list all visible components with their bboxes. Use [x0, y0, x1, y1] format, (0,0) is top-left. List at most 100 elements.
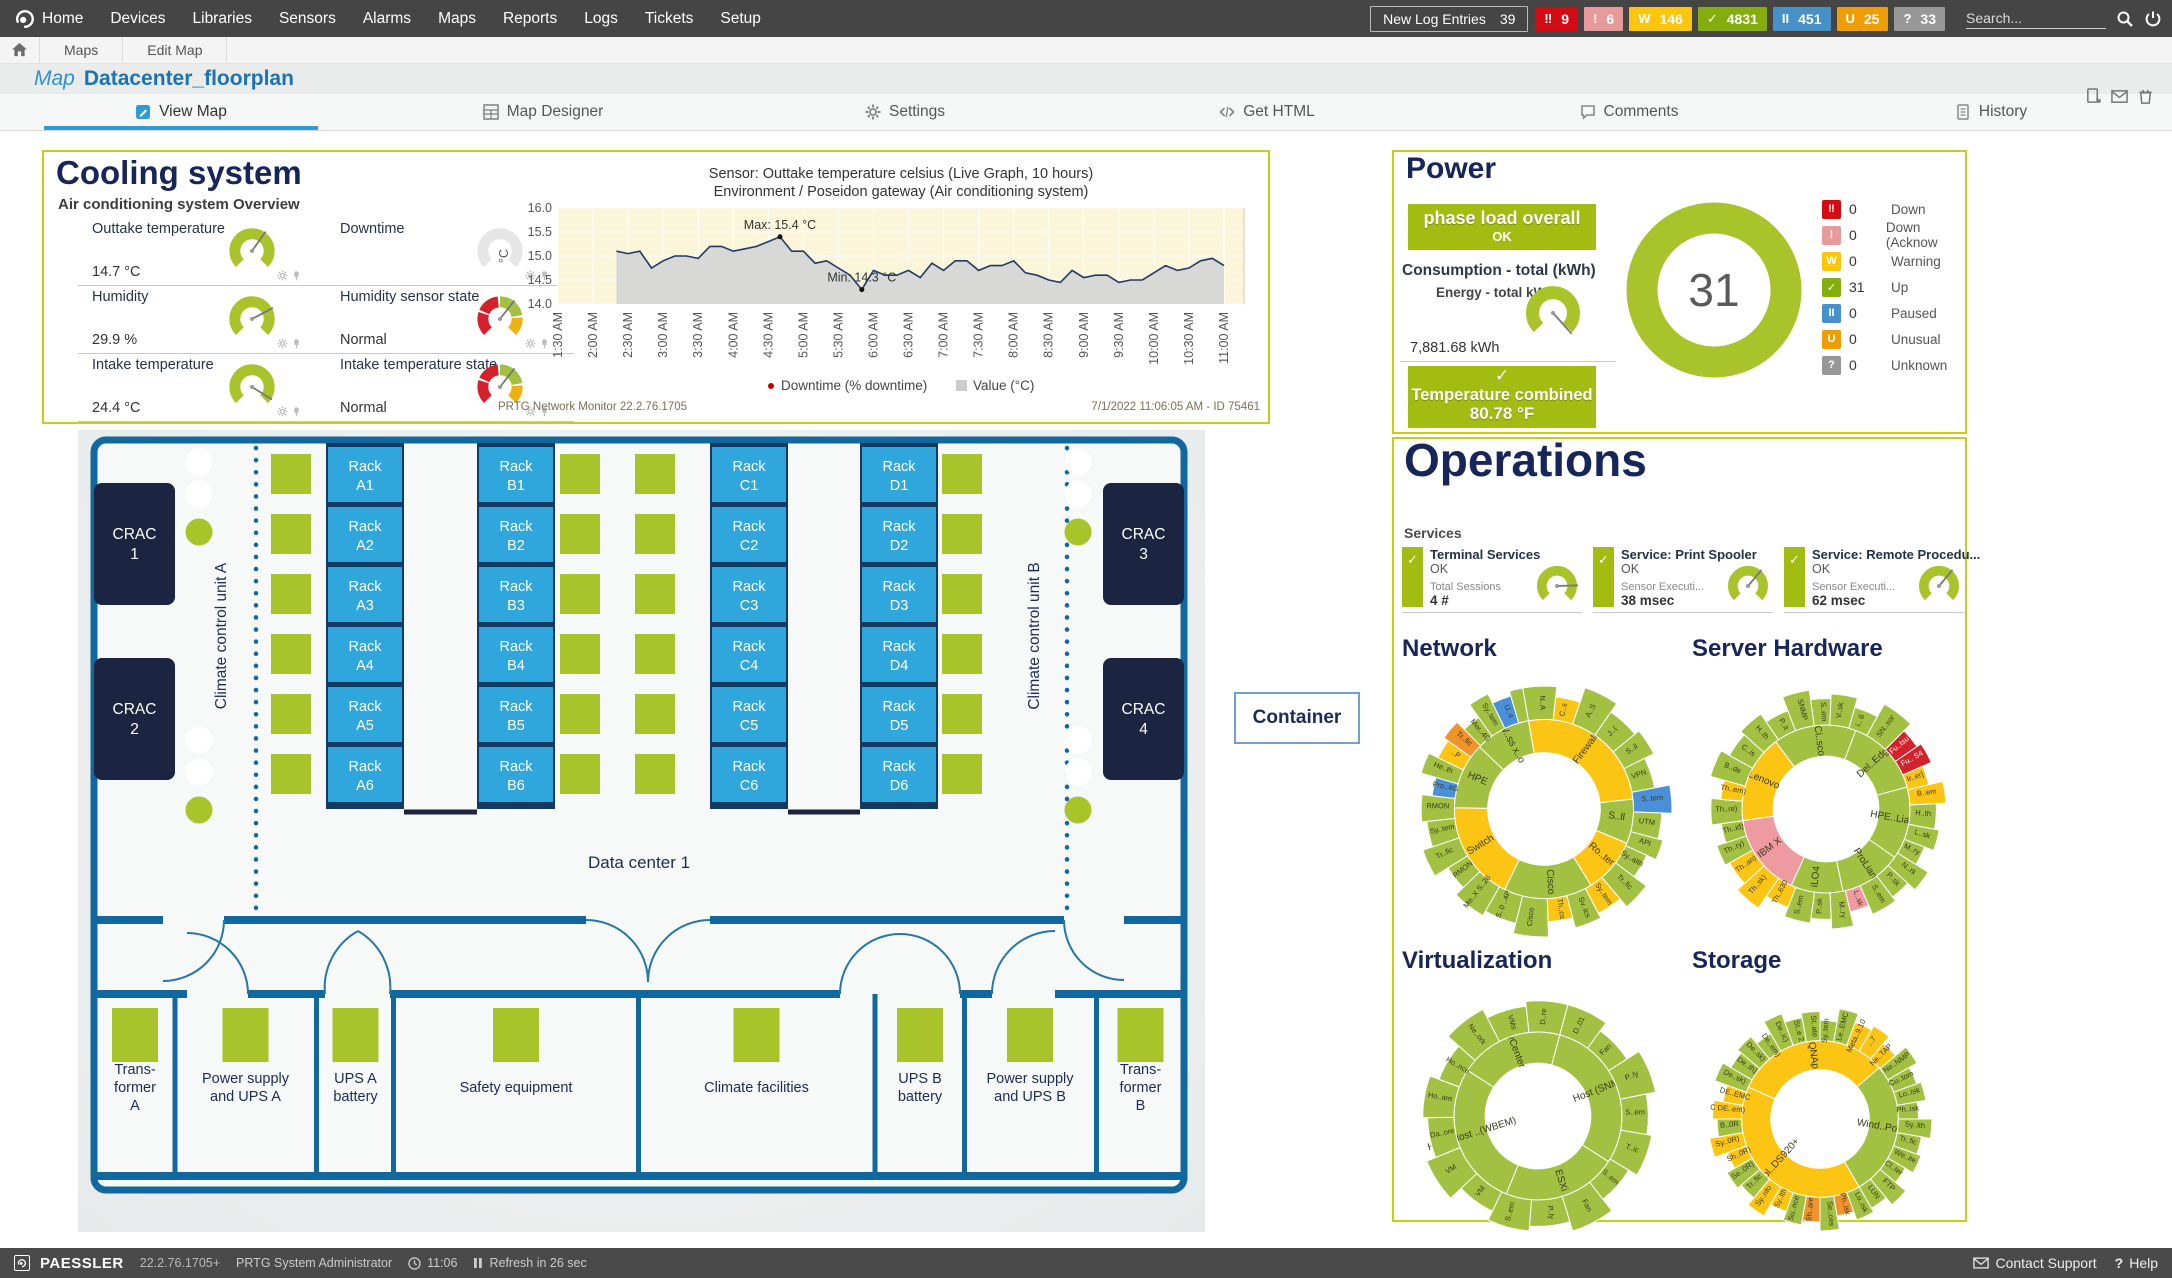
floor-sensor-square[interactable] [942, 514, 982, 554]
phase-load-status-box[interactable]: phase load overall OK [1408, 204, 1596, 250]
gauge-downtime[interactable]: Downtime [326, 218, 574, 286]
refresh-status[interactable]: Refresh in 26 sec [473, 1256, 587, 1270]
floor-sensor-square[interactable] [271, 754, 311, 794]
search-input[interactable] [1966, 8, 2106, 29]
gauge-gear-icon[interactable] [525, 270, 536, 281]
crac-unit-3[interactable] [1103, 483, 1184, 605]
climate-circle[interactable] [185, 758, 213, 786]
crac-unit-2[interactable] [94, 658, 175, 780]
gauge-gear-icon[interactable] [277, 338, 288, 349]
floor-sensor-square[interactable] [635, 454, 675, 494]
room-sensor-square[interactable] [733, 1008, 780, 1062]
floor-sensor-square[interactable] [560, 754, 600, 794]
search-icon[interactable] [2116, 10, 2134, 28]
rack-D2[interactable] [862, 507, 936, 562]
gauge-pin-icon[interactable] [539, 270, 550, 281]
gauge-pin-icon[interactable] [539, 406, 550, 417]
rack-D5[interactable] [862, 687, 936, 742]
floor-sensor-square[interactable] [271, 694, 311, 734]
rack-A1[interactable] [328, 447, 402, 502]
gauge-pin-icon[interactable] [291, 338, 302, 349]
room-sensor-square[interactable] [332, 1008, 379, 1062]
rack-A3[interactable] [328, 567, 402, 622]
nav-item-maps[interactable]: Maps [438, 9, 476, 27]
nav-item-logs[interactable]: Logs [584, 9, 618, 27]
floor-sensor-square[interactable] [560, 694, 600, 734]
gauge-gear-icon[interactable] [525, 338, 536, 349]
floor-sensor-square[interactable] [635, 754, 675, 794]
floor-sensor-square[interactable] [635, 694, 675, 734]
rack-D6[interactable] [862, 747, 936, 802]
help-link[interactable]: ? Help [2115, 1255, 2158, 1271]
rack-D1[interactable] [862, 447, 936, 502]
floor-sensor-square[interactable] [635, 514, 675, 554]
room-sensor-square[interactable] [112, 1008, 158, 1062]
tab-history[interactable]: History [1810, 94, 2172, 130]
rack-C4[interactable] [712, 627, 786, 682]
room-sensor-square[interactable] [222, 1008, 269, 1062]
rack-B3[interactable] [479, 567, 553, 622]
email-icon[interactable] [2111, 88, 2128, 105]
climate-circle[interactable] [185, 796, 213, 824]
delete-icon[interactable] [2137, 88, 2154, 105]
floor-sensor-square[interactable] [560, 634, 600, 674]
climate-circle[interactable] [185, 480, 213, 508]
floor-sensor-square[interactable] [942, 754, 982, 794]
room-sensor-square[interactable] [493, 1008, 539, 1062]
floor-sensor-square[interactable] [560, 454, 600, 494]
sensor-count-donut[interactable]: 31 [1624, 200, 1804, 385]
nav-item-tickets[interactable]: Tickets [644, 9, 694, 27]
tab-comments[interactable]: Comments [1448, 94, 1810, 130]
floor-sensor-square[interactable] [942, 454, 982, 494]
footer-user[interactable]: PRTG System Administrator [236, 1256, 393, 1270]
rack-C5[interactable] [712, 687, 786, 742]
rack-A6[interactable] [328, 747, 402, 802]
tab-settings[interactable]: Settings [724, 94, 1086, 130]
gauge-gear-icon[interactable] [277, 406, 288, 417]
nav-item-setup[interactable]: Setup [720, 9, 761, 27]
nav-item-reports[interactable]: Reports [502, 9, 558, 27]
nav-item-libraries[interactable]: Libraries [192, 9, 252, 27]
room-sensor-square[interactable] [1117, 1008, 1164, 1062]
crac-unit-4[interactable] [1103, 658, 1184, 780]
live-graph[interactable]: Sensor: Outtake temperature celsius (Liv… [496, 164, 1262, 416]
nav-item-sensors[interactable]: Sensors [278, 9, 336, 27]
rack-A5[interactable] [328, 687, 402, 742]
status-badge[interactable]: ‼9 [1535, 6, 1579, 31]
gauge-pin-icon[interactable] [291, 406, 302, 417]
climate-circle[interactable] [1064, 448, 1092, 476]
floor-sensor-square[interactable] [635, 574, 675, 614]
rack-B4[interactable] [479, 627, 553, 682]
gauge-gear-icon[interactable] [525, 406, 536, 417]
status-badge[interactable]: !6 [1584, 6, 1624, 31]
climate-circle[interactable] [1064, 726, 1092, 754]
rack-B5[interactable] [479, 687, 553, 742]
crac-unit-1[interactable] [94, 483, 175, 605]
status-badge[interactable]: ?33 [1894, 6, 1945, 31]
floor-sensor-square[interactable] [271, 574, 311, 614]
tab-get-html[interactable]: Get HTML [1086, 94, 1448, 130]
rack-D4[interactable] [862, 627, 936, 682]
gauge-pin-icon[interactable] [291, 270, 302, 281]
tab-map-designer[interactable]: Map Designer [362, 94, 724, 130]
rack-B1[interactable] [479, 447, 553, 502]
prtg-logo-icon[interactable] [14, 8, 36, 30]
contact-support-link[interactable]: Contact Support [1973, 1255, 2097, 1271]
rack-D3[interactable] [862, 567, 936, 622]
breadcrumb-item-edit-map[interactable]: Edit Map [123, 37, 228, 63]
